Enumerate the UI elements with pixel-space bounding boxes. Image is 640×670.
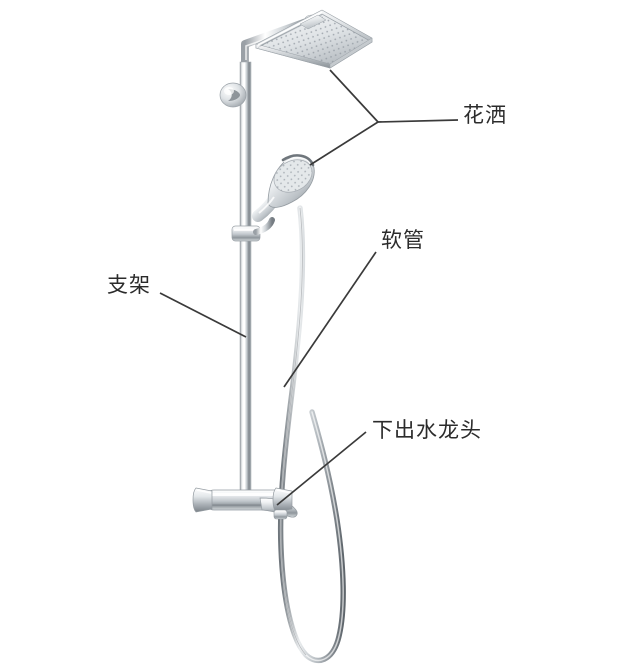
mixer-valve — [192, 487, 298, 520]
leader-shower-head-branch-top — [329, 69, 379, 123]
leader-shower-head-branch-hand — [309, 121, 379, 166]
rain-shower-head — [255, 9, 373, 69]
leader-bracket — [159, 292, 247, 338]
leader-hose — [283, 251, 377, 388]
leader-lines — [159, 69, 459, 506]
label-hose: 软管 — [381, 229, 425, 252]
shower-hose — [277, 205, 346, 664]
label-bracket: 支架 — [107, 274, 151, 297]
leader-faucet — [276, 431, 367, 506]
wall-elbow — [219, 82, 247, 108]
label-shower-head: 花洒 — [463, 104, 507, 127]
slide-holder — [231, 217, 275, 242]
leader-shower-head-stem — [377, 119, 459, 123]
mixer-handle-left — [192, 487, 213, 513]
hand-shower — [252, 154, 315, 222]
riser-bar — [239, 61, 252, 493]
label-faucet: 下出水龙头 — [372, 419, 482, 442]
